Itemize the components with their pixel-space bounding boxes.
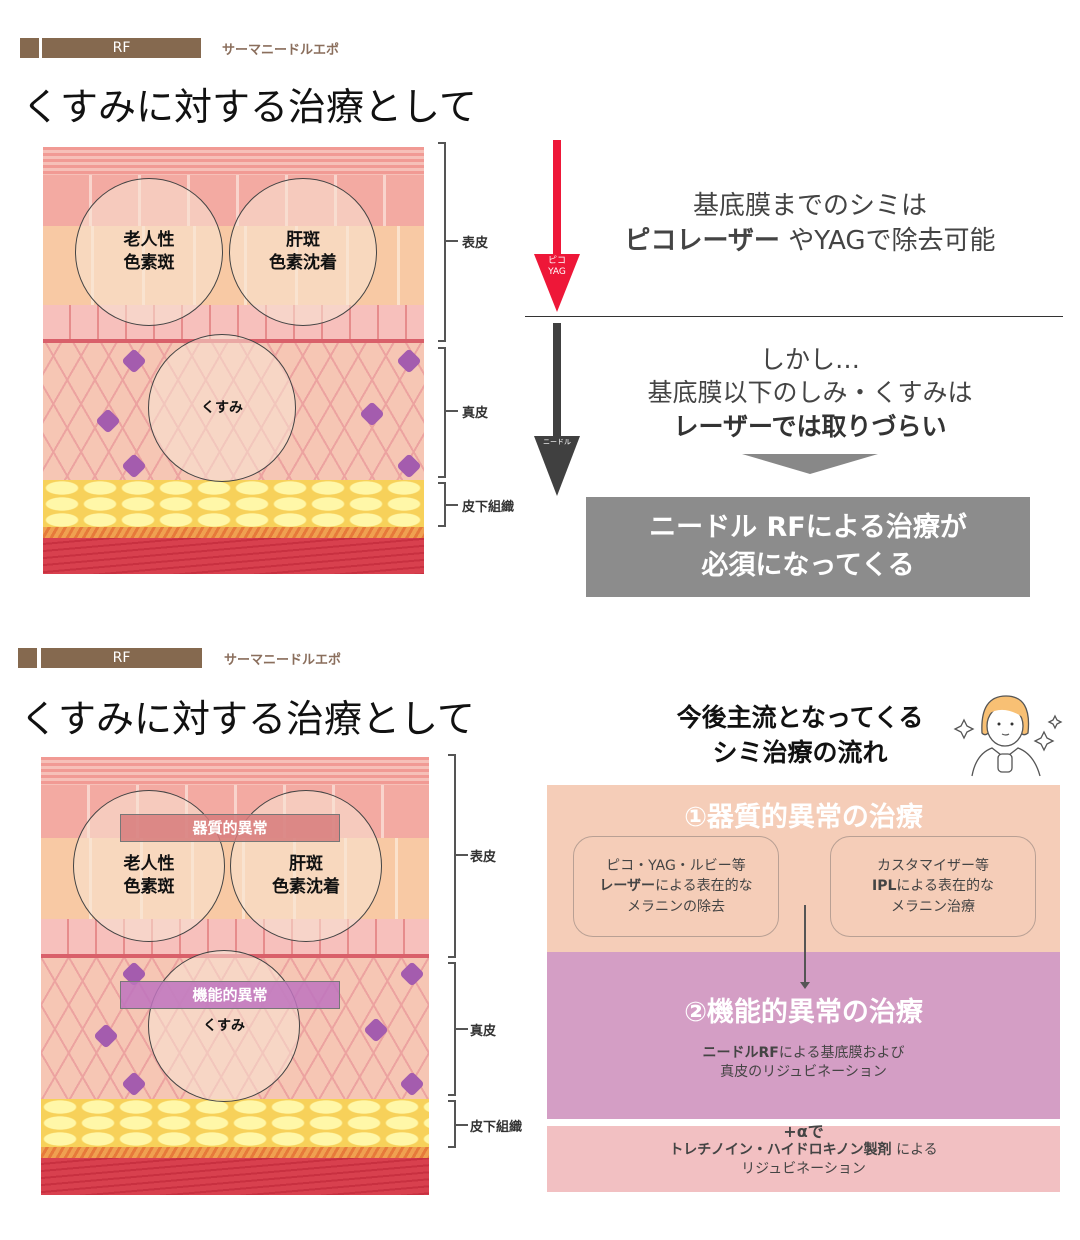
epidermis-bracket: [448, 754, 456, 958]
needle-arrow-shaft: [553, 323, 561, 440]
functional-abnormality-tag: 機能的異常: [120, 981, 340, 1009]
skin-diagram: 老人性色素斑 肝斑色素沈着 くすみ 器質的異常 機能的異常: [41, 757, 429, 1195]
block1-line2: ピコレーザー やYAGで除去可能: [624, 226, 996, 256]
fat-layer: [41, 1098, 429, 1147]
block1-line1: 基底膜までのシミは: [692, 191, 927, 221]
subcutis-bracket: [438, 482, 446, 527]
senile-lentigo-circle: 老人性色素斑: [75, 178, 223, 326]
bracket-tick: [456, 854, 468, 856]
dermis-bracket: [448, 962, 456, 1096]
dullness-circle: くすみ: [148, 950, 300, 1102]
bracket-tick: [446, 504, 458, 506]
melasma-circle: 肝斑色素沈着: [229, 178, 377, 326]
category-label: RF: [41, 648, 202, 668]
subcutis-label: 皮下組織: [462, 500, 515, 515]
stratum-corneum: [43, 147, 424, 175]
divider: [525, 316, 1063, 317]
bracket-tick: [456, 1124, 468, 1126]
category-label: RF: [42, 38, 201, 58]
additional-treatment-desc: +αで トレチノイン・ハイドロキノン製剤 による リジュビネーション: [669, 1122, 938, 1177]
subcutis-bracket: [448, 1100, 456, 1148]
additional-treatment-section: +αで トレチノイン・ハイドロキノン製剤 による リジュビネーション: [547, 1122, 1060, 1192]
epidermis-bracket: [438, 142, 446, 342]
needle-arrow-head: [534, 436, 580, 496]
bracket-tick: [446, 240, 458, 242]
bracket-tick: [456, 1028, 468, 1030]
fascia-layer: [43, 527, 424, 538]
needle-arrow-label: ニードル: [543, 438, 571, 446]
melasma-circle: 肝斑色素沈着: [230, 790, 382, 942]
laser-treatment-card: ピコ・YAG・ルビー等レーザーによる表在的なメラニンの除去: [573, 836, 779, 937]
doctor-illustration-icon: [953, 695, 1063, 777]
pico-yag-arrow-shaft: [553, 140, 561, 258]
flow-title: 今後主流となってくるシミ治療の流れ: [676, 703, 924, 767]
functional-treatment-title: ②機能的異常の治療: [684, 997, 923, 1028]
flow-arrow-head-icon: [800, 982, 810, 989]
dullness-circle: くすみ: [148, 334, 296, 482]
fat-layer: [43, 480, 424, 528]
page-title: くすみに対する治療として: [20, 697, 475, 741]
down-triangle-icon: [742, 454, 878, 474]
header-square: [20, 38, 39, 58]
flow-arrow-line: [804, 905, 806, 983]
senile-lentigo-circle: 老人性色素斑: [73, 790, 225, 942]
bracket-tick: [446, 410, 458, 412]
product-name: サーマニードルエポ: [222, 43, 340, 58]
conclusion-box: ニードル RFによる治療が必須になってくる: [586, 497, 1030, 597]
muscle-layer: [43, 537, 424, 574]
functional-treatment-desc: ニードルRFによる基底膜および 真皮のリジュビネーション: [702, 1045, 905, 1080]
subcutis-label: 皮下組織: [470, 1120, 523, 1135]
organic-abnormality-tag: 器質的異常: [120, 814, 340, 842]
block2-line1: しかし…: [759, 345, 860, 374]
epidermis-label: 表皮: [470, 850, 497, 865]
skin-diagram: 老人性色素斑 肝斑色素沈着 くすみ: [43, 147, 424, 574]
block2-line3: レーザーでは取りづらい: [673, 412, 947, 441]
product-name: サーマニードルエポ: [224, 653, 342, 668]
dermis-label: 真皮: [470, 1024, 497, 1039]
epidermis-label: 表皮: [462, 236, 489, 251]
functional-treatment-section: ②機能的異常の治療 ニードルRFによる基底膜および 真皮のリジュビネーション: [547, 952, 1060, 1119]
fascia-layer: [41, 1146, 429, 1158]
page-title: くすみに対する治療として: [22, 85, 477, 129]
stratum-corneum: [41, 757, 429, 786]
dermis-label: 真皮: [462, 406, 489, 421]
organic-treatment-title: ①器質的異常の治療: [684, 802, 923, 833]
muscle-layer: [41, 1157, 429, 1195]
dermis-bracket: [438, 347, 446, 478]
organic-treatment-section: ①器質的異常の治療 ピコ・YAG・ルビー等レーザーによる表在的なメラニンの除去 …: [547, 785, 1060, 952]
block2-line2: 基底膜以下のしみ・くすみは: [647, 378, 973, 407]
header-square: [18, 648, 37, 668]
pico-yag-arrow-head: [534, 254, 580, 312]
